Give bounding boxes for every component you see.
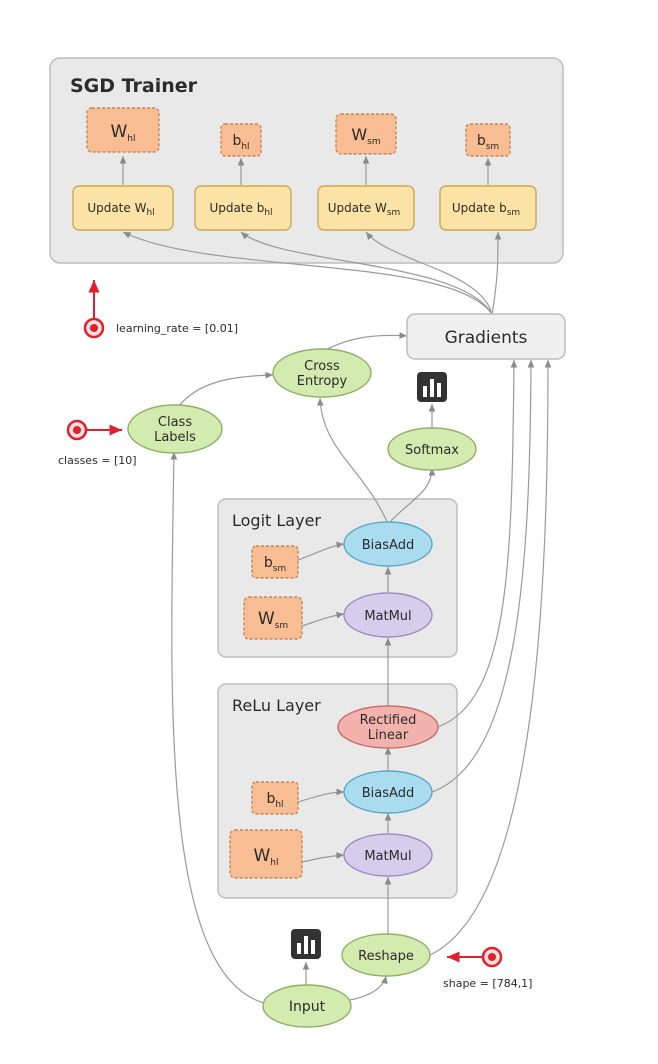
- input-node[interactable]: Input: [262, 984, 352, 1028]
- gradients-node[interactable]: Gradients: [406, 313, 566, 360]
- svg-text:Rectified: Rectified: [360, 713, 417, 728]
- matmul-logit-node[interactable]: MatMul: [343, 592, 433, 638]
- svg-text:Whl: Whl: [253, 846, 278, 868]
- svg-text:Linear: Linear: [368, 728, 409, 743]
- input-pin-icon: [481, 946, 503, 968]
- svg-text:Softmax: Softmax: [405, 443, 459, 458]
- edge-biasadd-relu-to-gradients: [431, 359, 535, 793]
- update-w-sm-node[interactable]: Update Wsm: [317, 185, 415, 231]
- edge-input-to-class-labels: [170, 451, 269, 1005]
- svg-text:Update Wsm: Update Wsm: [328, 201, 401, 218]
- logit-layer-title: Logit Layer: [232, 511, 321, 530]
- svg-text:Wsm: Wsm: [351, 125, 380, 147]
- input-pin-icon: [66, 419, 88, 441]
- biasadd-logit-node[interactable]: BiasAdd: [343, 521, 433, 567]
- svg-text:Input: Input: [289, 999, 326, 1015]
- edge-gradients-to-update-bsm: [491, 231, 502, 315]
- edges: [119, 156, 552, 1005]
- svg-text:Update Whl: Update Whl: [87, 201, 154, 218]
- svg-text:Reshape: Reshape: [358, 949, 414, 964]
- svg-text:Cross: Cross: [304, 359, 340, 374]
- svg-text:Update bsm: Update bsm: [452, 201, 520, 218]
- edge-whl-to-matmul: [301, 852, 345, 863]
- var-w-sm-logit[interactable]: Wsm: [243, 596, 303, 640]
- update-b-hl-node[interactable]: Update bhl: [194, 185, 292, 231]
- sgd-trainer-group: SGD Trainer: [49, 57, 564, 264]
- bar-chart-icon[interactable]: [291, 929, 321, 959]
- svg-text:bhl: bhl: [266, 791, 283, 810]
- svg-text:BiasAdd: BiasAdd: [362, 538, 414, 553]
- edge-gradients-to-update-wsm: [365, 231, 493, 315]
- edge-bsm-to-biasadd: [297, 541, 345, 561]
- svg-text:bsm: bsm: [264, 555, 286, 574]
- svg-text:Gradients: Gradients: [445, 328, 528, 348]
- biasadd-relu-node[interactable]: BiasAdd: [343, 770, 433, 814]
- edge-bhl-to-biasadd: [297, 788, 345, 803]
- learning-rate-param[interactable]: learning_rate = [0.01]: [83, 280, 238, 339]
- var-w-hl-top[interactable]: Whl: [86, 107, 160, 153]
- svg-text:Class: Class: [158, 415, 192, 430]
- class-labels-node[interactable]: Class Labels: [127, 404, 223, 454]
- reshape-node[interactable]: Reshape: [341, 933, 431, 977]
- var-w-sm-top[interactable]: Wsm: [335, 113, 397, 155]
- edge-biasadd-to-softmax: [387, 467, 436, 525]
- edge-wsm-to-matmul: [301, 611, 345, 627]
- svg-text:Entropy: Entropy: [297, 374, 348, 389]
- edge-biasadd-to-cross-entropy: [316, 397, 389, 525]
- classes-label: classes = [10]: [58, 454, 137, 467]
- edge-gradients-to-update-bhl: [240, 231, 493, 315]
- var-b-sm-logit[interactable]: bsm: [251, 545, 299, 579]
- softmax-node[interactable]: Softmax: [387, 427, 477, 471]
- shape-label: shape = [784,1]: [443, 977, 532, 990]
- relu-layer-title: ReLu Layer: [232, 696, 321, 715]
- var-b-hl-relu[interactable]: bhl: [251, 781, 299, 815]
- rectified-linear-node[interactable]: Rectified Linear: [337, 705, 439, 749]
- cross-entropy-node[interactable]: Cross Entropy: [272, 348, 372, 398]
- svg-text:MatMul: MatMul: [364, 849, 411, 864]
- edge-relu-to-gradients: [437, 359, 518, 728]
- var-b-sm-top[interactable]: bsm: [465, 123, 511, 157]
- edge-reshape-to-gradients: [429, 359, 552, 956]
- svg-text:BiasAdd: BiasAdd: [362, 786, 414, 801]
- edge-input-to-reshape: [349, 975, 388, 1001]
- var-b-hl-top[interactable]: bhl: [220, 123, 262, 157]
- matmul-relu-node[interactable]: MatMul: [343, 833, 433, 877]
- classes-param[interactable]: classes = [10]: [58, 419, 137, 467]
- svg-text:MatMul: MatMul: [364, 609, 411, 624]
- svg-text:Labels: Labels: [154, 430, 196, 445]
- bar-chart-icon[interactable]: [417, 372, 447, 402]
- edge-cross-entropy-to-gradients: [321, 332, 408, 353]
- svg-text:Update bhl: Update bhl: [209, 201, 272, 218]
- update-w-hl-node[interactable]: Update Whl: [72, 185, 174, 231]
- var-w-hl-relu[interactable]: Whl: [229, 829, 303, 879]
- svg-text:bsm: bsm: [477, 133, 499, 152]
- shape-param[interactable]: shape = [784,1]: [443, 946, 532, 990]
- update-b-sm-node[interactable]: Update bsm: [439, 185, 537, 231]
- edge-class-labels-to-cross-entropy: [174, 371, 274, 412]
- svg-text:bhl: bhl: [232, 133, 249, 152]
- edge-gradients-to-update-whl: [122, 231, 493, 315]
- sgd-trainer-title: SGD Trainer: [70, 75, 198, 97]
- svg-text:Whl: Whl: [110, 122, 135, 144]
- svg-text:Wsm: Wsm: [258, 609, 288, 631]
- learning-rate-label: learning_rate = [0.01]: [116, 322, 238, 335]
- input-pin-icon: [83, 317, 105, 339]
